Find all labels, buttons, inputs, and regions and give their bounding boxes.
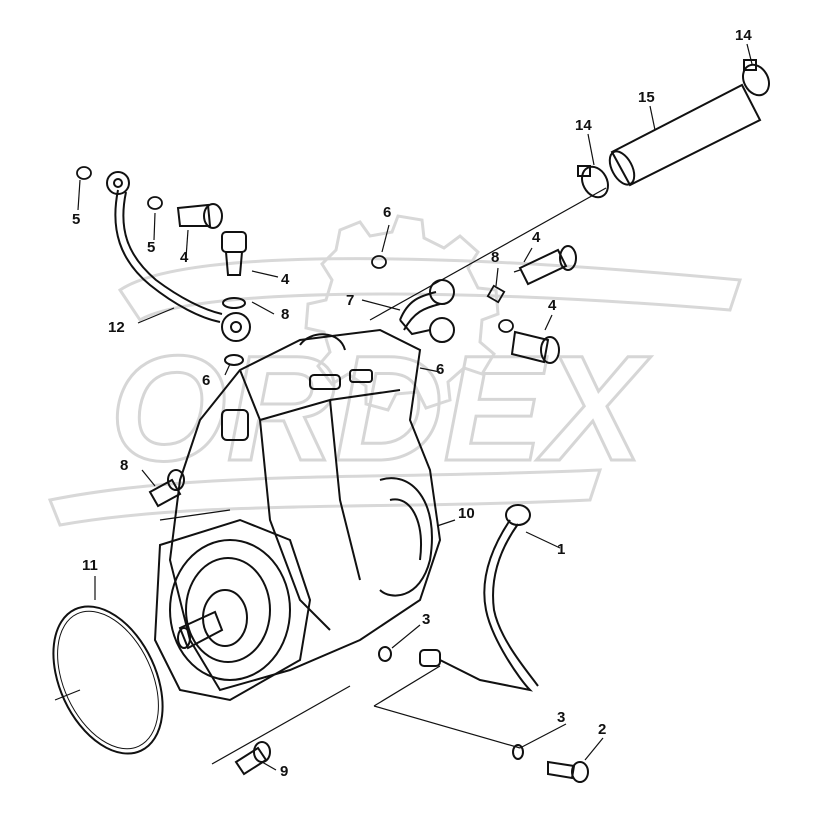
clamp-14-top bbox=[742, 59, 770, 97]
callout-6-left: 6 bbox=[202, 372, 211, 389]
watermark-gear bbox=[304, 214, 500, 412]
callout-11: 11 bbox=[82, 557, 98, 574]
clamp-14-mid bbox=[577, 165, 609, 199]
callout-7: 7 bbox=[346, 292, 355, 309]
compressor-body bbox=[153, 328, 442, 702]
bolt-2 bbox=[547, 760, 589, 783]
watermark-swoosh bbox=[117, 257, 743, 323]
callout-4-d: 4 bbox=[548, 297, 557, 314]
callout-1: 1 bbox=[557, 541, 566, 558]
leader-lines bbox=[54, 43, 753, 771]
bolt-9 bbox=[234, 741, 271, 776]
callout-8-a: 8 bbox=[281, 306, 290, 323]
pipe-12 bbox=[106, 171, 251, 342]
watermark-swoosh-2 bbox=[47, 468, 603, 527]
hose-15 bbox=[608, 83, 762, 187]
callout-6-top: 6 bbox=[383, 204, 392, 221]
washers-5 bbox=[76, 166, 163, 210]
washers-6 bbox=[371, 255, 514, 333]
callout-15: 15 bbox=[638, 89, 655, 106]
callout-4-c: 4 bbox=[532, 229, 541, 246]
callout-5-left: 5 bbox=[72, 211, 81, 228]
callout-4-a: 4 bbox=[180, 249, 189, 266]
callout-14-mid: 14 bbox=[575, 117, 592, 134]
bolt-4-d bbox=[510, 330, 560, 364]
pipe-7 bbox=[399, 279, 455, 343]
callout-12: 12 bbox=[108, 319, 125, 336]
callout-8-c: 8 bbox=[120, 457, 129, 474]
callout-8-b: 8 bbox=[491, 249, 500, 266]
o-ring-11 bbox=[52, 605, 164, 755]
bolt-4-b bbox=[221, 231, 247, 366]
watermark bbox=[47, 214, 743, 527]
pipe-1 bbox=[439, 504, 539, 692]
callout-6-mid: 6 bbox=[436, 361, 445, 378]
callout-14-top: 14 bbox=[735, 27, 752, 44]
bolt-4-a bbox=[176, 203, 223, 229]
callout-9: 9 bbox=[280, 763, 289, 780]
callout-2: 2 bbox=[598, 721, 607, 738]
bolt-8-left bbox=[148, 469, 185, 508]
fitting-3 bbox=[378, 646, 524, 760]
o-ring-11-inner bbox=[57, 610, 159, 750]
callout-5-mid: 5 bbox=[147, 239, 156, 256]
callout-3-a: 3 bbox=[422, 611, 431, 628]
callout-10: 10 bbox=[458, 505, 475, 522]
callout-4-b: 4 bbox=[281, 271, 290, 288]
bolt-4-c bbox=[518, 245, 577, 286]
callout-3-b: 3 bbox=[557, 709, 566, 726]
watermark-text: ORDEX bbox=[110, 324, 651, 492]
